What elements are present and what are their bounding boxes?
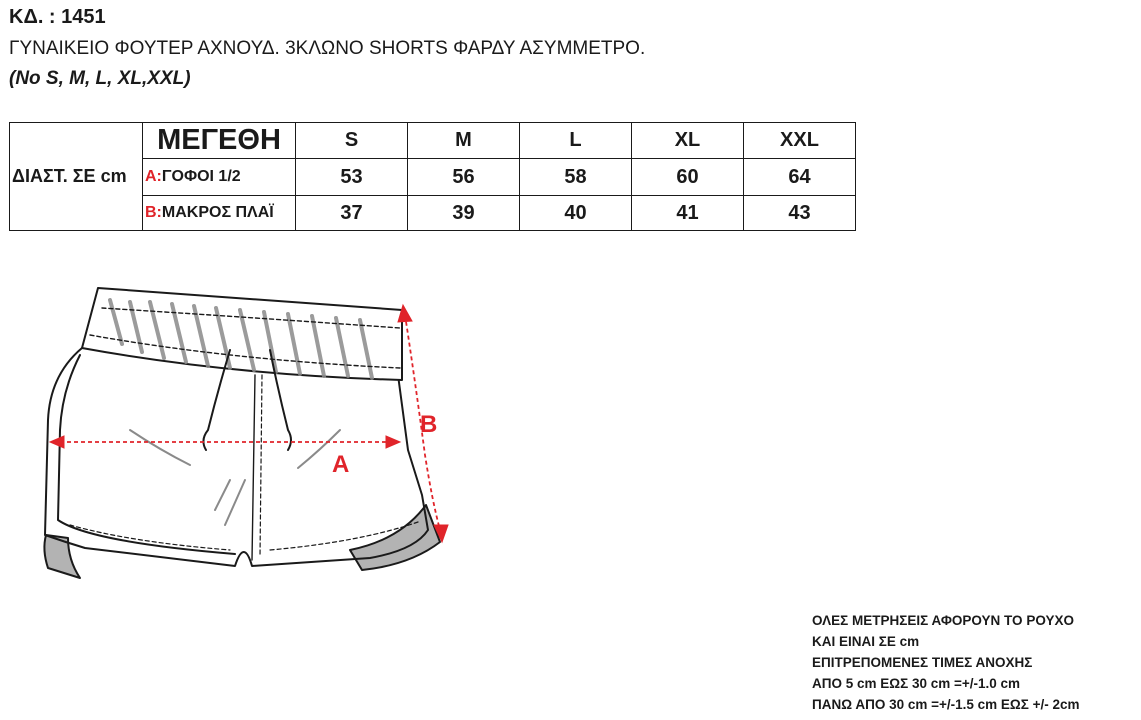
table-row: B:ΜΑΚΡΟΣ ΠΛΑΪ 37 39 40 41 43	[10, 195, 856, 231]
table-cell: 40	[519, 195, 632, 231]
right-side-panel	[349, 504, 441, 571]
row-key-b: B:	[145, 204, 162, 221]
shorts-technical-drawing: A B	[43, 287, 449, 579]
left-side-panel	[43, 534, 81, 579]
table-cell: 43	[743, 195, 856, 231]
size-col-l: L	[519, 122, 632, 159]
measurement-b	[397, 303, 449, 544]
dimensions-label: ΔΙΑΣΤ. ΣΕ cm	[9, 122, 143, 231]
size-header: ΜΕΓΕΘΗ	[142, 122, 296, 159]
row-label-text: ΓΟΦΟΙ 1/2	[161, 168, 241, 185]
table-cell: 64	[743, 158, 856, 196]
row-label-hips: A:ΓΟΦΟΙ 1/2	[142, 158, 296, 196]
label-b: B	[420, 411, 437, 438]
note-line: ΟΛΕΣ ΜΕΤΡΗΣΕΙΣ ΑΦΟΡΟΥΝ ΤΟ ΡΟΥΧΟ	[812, 613, 1074, 628]
table-row: A:ΓΟΦΟΙ 1/2 53 56 58 60 64	[10, 158, 856, 196]
size-col-xl: XL	[631, 122, 744, 159]
row-key-a: A:	[145, 168, 162, 185]
note-line: ΑΠΟ 5 cm ΕΩΣ 30 cm =+/-1.0 cm	[812, 676, 1021, 691]
table-cell: 56	[407, 158, 520, 196]
row-label-text: ΜΑΚΡΟΣ ΠΛΑΪ	[161, 204, 274, 221]
size-col-xxl: XXL	[743, 122, 856, 159]
row-label-side-length: B:ΜΑΚΡΟΣ ΠΛΑΪ	[142, 195, 296, 231]
note-line: ΚΑΙ ΕΙΝΑΙ ΣΕ cm	[812, 634, 920, 649]
table-cell: 53	[295, 158, 408, 196]
note-line: ΕΠΙΤΡΕΠΟΜΕΝΕΣ ΤΙΜΕΣ ΑΝΟΧΗΣ	[812, 655, 1033, 670]
note-line: ΠΑΝΩ ΑΠΟ 30 cm =+/-1.5 cm ΕΩΣ +/- 2cm	[812, 697, 1080, 712]
measurement-a	[48, 435, 402, 449]
shorts-body-outline	[44, 347, 429, 567]
label-a: A	[332, 451, 349, 478]
size-col-m: M	[407, 122, 520, 159]
left-hem-curve	[57, 354, 236, 555]
drawstring-left	[202, 349, 231, 451]
table-cell: 39	[407, 195, 520, 231]
size-col-s: S	[295, 122, 408, 159]
size-chart-table: ΔΙΑΣΤ. ΣΕ cm ΜΕΓΕΘΗ S M L XL XXL A:ΓΟΦΟΙ…	[9, 122, 856, 231]
product-code: ΚΔ. : 1451	[9, 6, 106, 28]
table-cell: 58	[519, 158, 632, 196]
drawstring-right	[269, 349, 292, 451]
table-cell: 37	[295, 195, 408, 231]
tolerance-notes: ΟΛΕΣ ΜΕΤΡΗΣΕΙΣ ΑΦΟΡΟΥΝ ΤΟ ΡΟΥΧΟ ΚΑΙ ΕΙΝΑ…	[812, 610, 1079, 715]
table-cell: 41	[631, 195, 744, 231]
table-cell: 60	[631, 158, 744, 196]
product-description: ΓΥΝΑΙΚΕΙΟ ΦΟΥΤΕΡ ΑΧΝΟΥΔ. 3ΚΛΩΝΟ SHORTS Φ…	[9, 38, 646, 59]
fabric-folds	[129, 429, 341, 526]
available-sizes-note: (No S, M, L, XL,XXL)	[9, 68, 191, 89]
waistband-gathers	[108, 298, 374, 380]
